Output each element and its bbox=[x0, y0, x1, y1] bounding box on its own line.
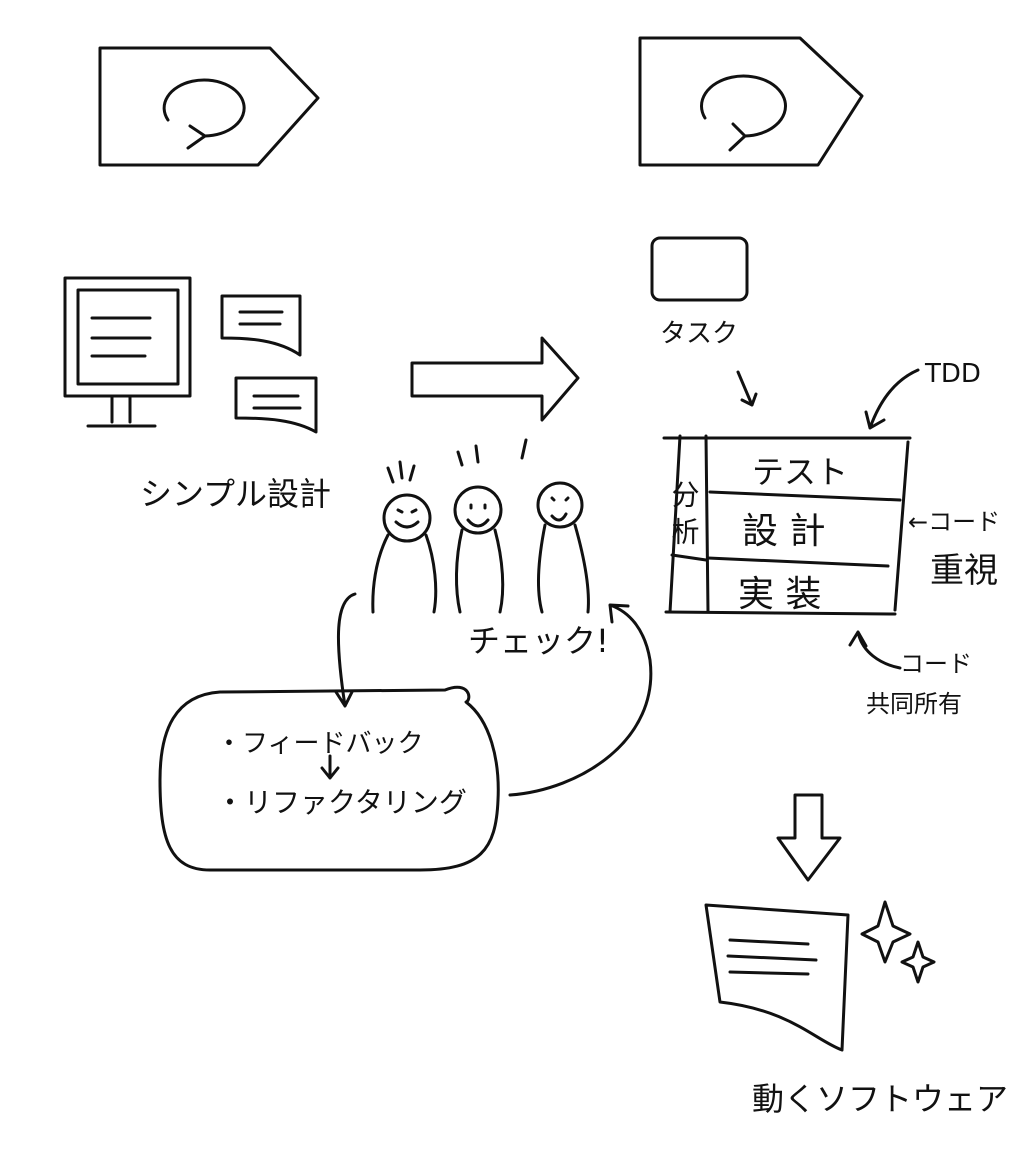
code-shared-label-2: 共同所有 bbox=[866, 690, 962, 718]
task-card bbox=[650, 236, 749, 302]
iteration-box-left bbox=[98, 46, 320, 167]
task-label: タスク bbox=[660, 319, 738, 349]
document-icon bbox=[220, 294, 302, 357]
sparkle-icon bbox=[860, 900, 936, 984]
cycle-icon bbox=[700, 74, 787, 152]
arrow-icon bbox=[736, 370, 758, 407]
working-software-label: 動くソフトウェア bbox=[752, 1080, 1008, 1118]
down-arrow-icon bbox=[776, 793, 842, 882]
test-cell: テスト bbox=[752, 453, 848, 491]
arrow-icon bbox=[334, 592, 357, 708]
team-members bbox=[371, 438, 590, 614]
monitor-icon bbox=[63, 276, 192, 428]
person-icon bbox=[520, 438, 590, 614]
code-shared-label-1: コード bbox=[900, 650, 972, 678]
code-focus-label-2: 重視 bbox=[930, 551, 998, 591]
refactoring-label: ・リファクタリング bbox=[216, 786, 467, 819]
person-icon bbox=[453, 444, 505, 614]
cycle-icon bbox=[162, 78, 246, 150]
arrow-icon bbox=[508, 603, 653, 797]
document-icon bbox=[234, 376, 318, 434]
check-label: チェック! bbox=[468, 622, 609, 660]
implementation-cell: 実 装 bbox=[738, 574, 821, 615]
analysis-label: 分 析 bbox=[668, 480, 701, 545]
arrow-icon bbox=[864, 368, 920, 430]
speech-bubble bbox=[158, 685, 500, 872]
tdd-label: TDD bbox=[924, 359, 981, 389]
arrow-icon bbox=[848, 630, 902, 670]
flow-arrow-icon bbox=[410, 336, 580, 422]
feedback-label: ・フィードバック bbox=[216, 729, 423, 759]
person-icon bbox=[371, 460, 438, 614]
iteration-box-right bbox=[638, 36, 864, 167]
code-focus-label-1: ←コード bbox=[908, 508, 1000, 536]
development-table bbox=[662, 434, 912, 616]
software-document-icon bbox=[704, 903, 850, 1052]
simple-design-label: シンプル設計 bbox=[140, 475, 331, 513]
design-cell: 設 計 bbox=[742, 511, 825, 552]
arrow-icon bbox=[320, 754, 340, 780]
